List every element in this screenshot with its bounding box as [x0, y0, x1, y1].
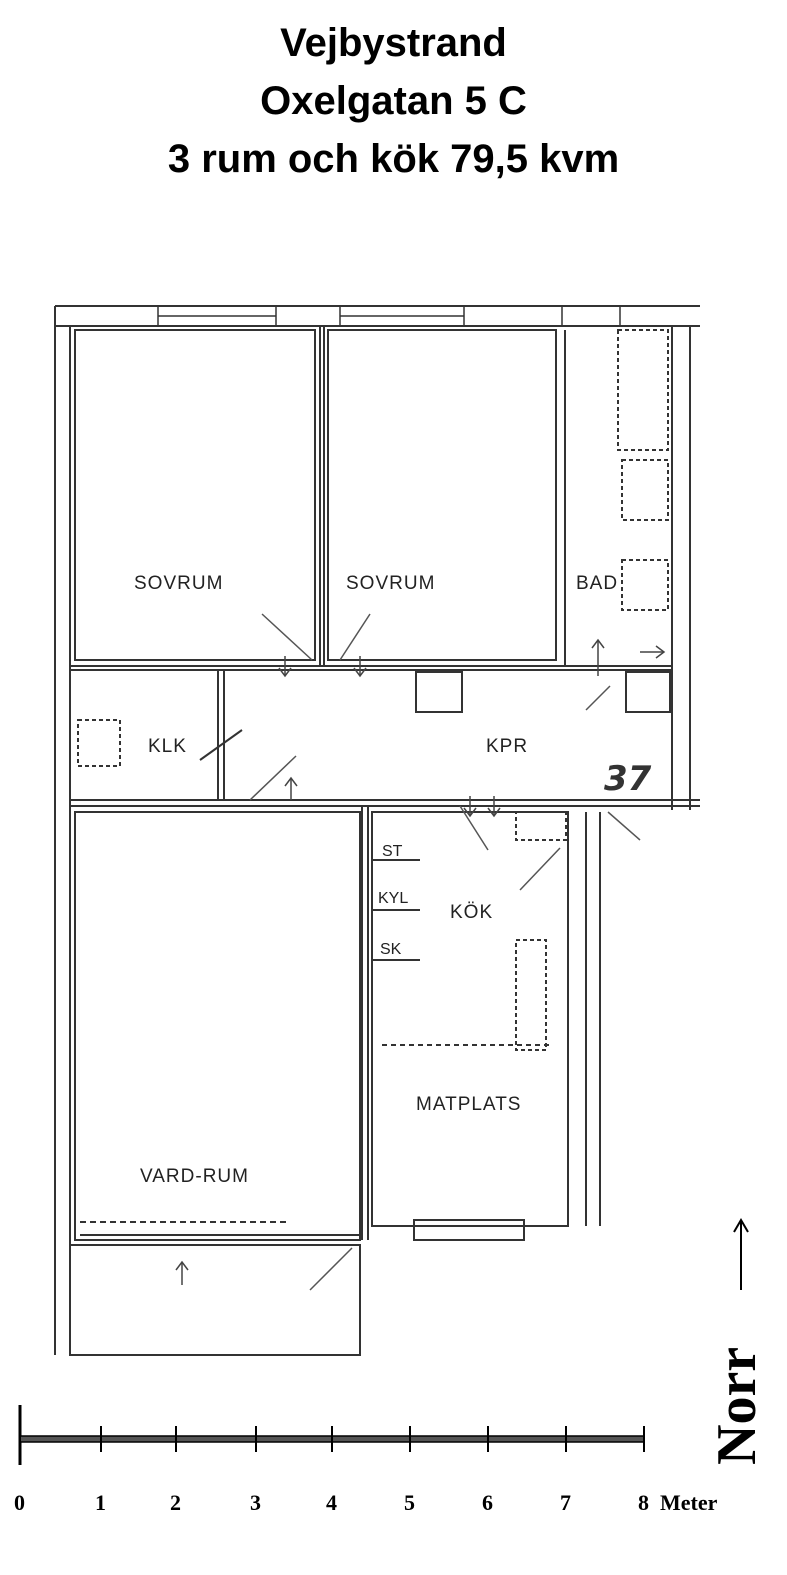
room-sovrum-2 [327, 329, 557, 661]
room-klk [77, 670, 243, 800]
wall-north [54, 305, 700, 1355]
scale-tick-8: 8 [638, 1490, 649, 1515]
room-bad [564, 326, 691, 810]
title-location: Vejbystrand [280, 21, 507, 65]
label-matplats: MATPLATS [416, 1094, 521, 1115]
north-label: Norr [706, 1347, 768, 1465]
label-bad: BAD [576, 573, 618, 594]
door-arrows [175, 638, 666, 1285]
scale-tick-0: 0 [14, 1490, 25, 1515]
label-apt-number: 37 [604, 759, 652, 799]
north-indicator: Norr [706, 1218, 768, 1465]
scale-bar: 0 1 2 3 4 5 6 7 8 Meter [14, 1405, 718, 1515]
scale-unit: Meter [660, 1490, 718, 1515]
scale-tick-5: 5 [404, 1490, 415, 1515]
label-vardrum: VARD-RUM [140, 1166, 249, 1187]
title-address: Oxelgatan 5 C [260, 79, 527, 123]
window-north-2 [339, 305, 465, 327]
scale-tick-6: 6 [482, 1490, 493, 1515]
scale-tick-2: 2 [170, 1490, 181, 1515]
label-klk: KLK [148, 736, 187, 757]
scale-tick-4: 4 [326, 1490, 337, 1515]
scale-tick-7: 7 [560, 1490, 571, 1515]
room-sovrum-1 [74, 329, 316, 661]
window-north-3 [561, 305, 621, 327]
label-kyl: KYL [378, 890, 408, 907]
label-sovrum-2: SOVRUM [346, 573, 435, 594]
label-st: ST [382, 843, 403, 860]
label-kok: KÖK [450, 902, 493, 923]
door-swings [249, 613, 641, 1291]
room-vardrum [74, 811, 361, 1241]
title-size: 3 rum och kök 79,5 kvm [167, 137, 620, 181]
scale-tick-1: 1 [95, 1490, 106, 1515]
label-sovrum-1: SOVRUM [134, 573, 223, 594]
balcony [69, 1221, 361, 1356]
room-kok [371, 811, 601, 1241]
label-kpr: KPR [486, 736, 528, 757]
plan-title: Vejbystrand Oxelgatan 5 C 3 rum och kök … [0, 14, 787, 188]
corridor-walls [70, 665, 700, 807]
window-north-1 [157, 305, 277, 327]
label-sk: SK [380, 941, 402, 958]
scale-tick-3: 3 [250, 1490, 261, 1515]
